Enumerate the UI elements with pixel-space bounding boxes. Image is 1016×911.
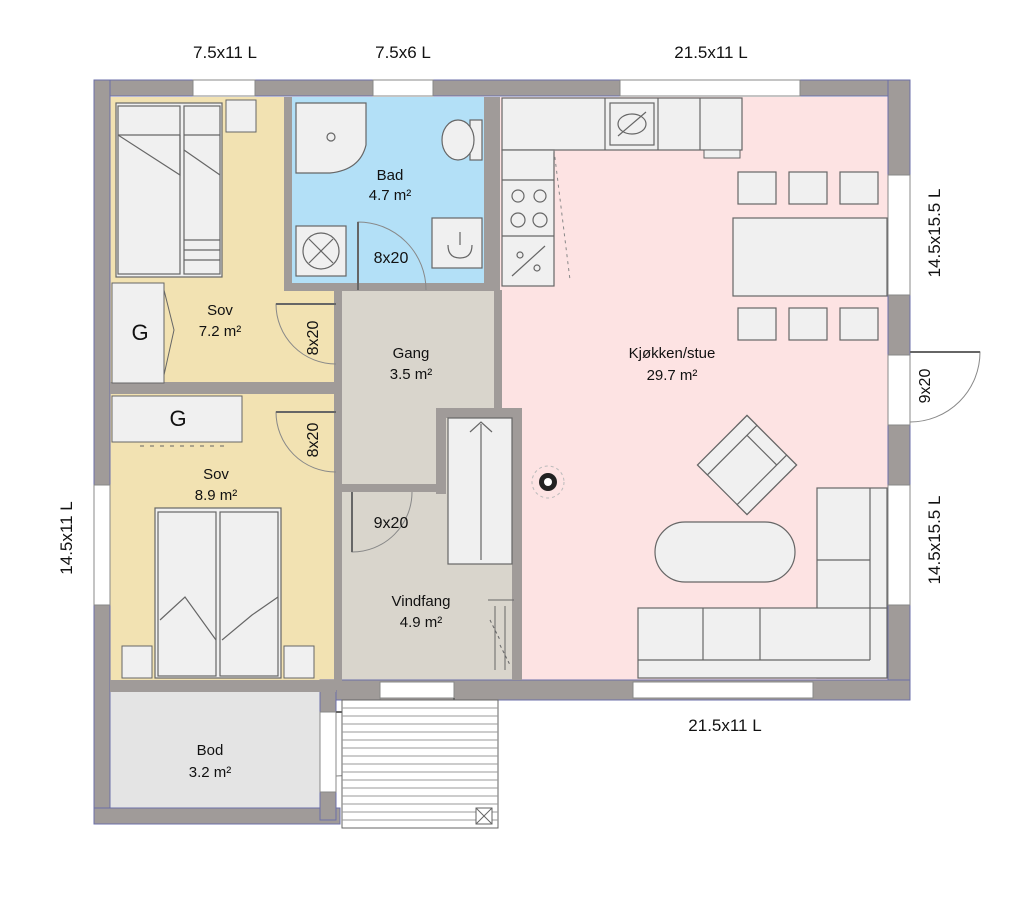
window-label-bottom-living: 21.5x11 L — [688, 716, 761, 735]
window-label-right-lower: 14.5x15.5 L — [925, 496, 944, 585]
deck-boards — [342, 707, 498, 821]
room-name-vindfang: Vindfang — [392, 593, 451, 610]
room-name-bad: Bad — [377, 167, 404, 184]
room-area-bad: 4.7 m² — [369, 187, 412, 204]
interior-walls — [110, 97, 522, 692]
wardrobe-sov2: G — [111, 395, 243, 447]
fireplace-icon — [531, 465, 565, 499]
room-name-sov1: Sov — [207, 302, 233, 319]
nightstand-right — [283, 645, 315, 679]
washing-machine-icon — [295, 225, 347, 277]
nightstand-left — [121, 645, 153, 679]
room-area-gang: 3.5 m² — [390, 366, 433, 383]
room-floor-bod — [110, 690, 326, 808]
cabinet-swing — [553, 149, 571, 281]
window-label-top-left: 7.5x11 L — [193, 43, 257, 62]
kitchen-sink-icon — [609, 102, 655, 146]
wardrobe-sov1: G — [111, 282, 175, 384]
room-name-bod: Bod — [197, 742, 224, 759]
room-area-kjokken: 29.7 m² — [647, 367, 698, 384]
door-label-terrace: 9x20 — [917, 369, 934, 404]
room-name-gang: Gang — [393, 345, 430, 362]
door-label-sov2: 8x20 — [305, 423, 322, 458]
stove-icon — [510, 189, 548, 228]
staircase — [447, 417, 513, 565]
coat-rack — [488, 599, 514, 670]
armchair — [696, 414, 798, 516]
double-bed — [154, 507, 282, 679]
door-label-bad: 8x20 — [374, 250, 409, 267]
room-name-kjokken: Kjøkken/stue — [629, 345, 716, 362]
dishwasher-icon — [511, 245, 546, 277]
bunk-bed — [115, 102, 223, 278]
wardrobe-label-sov2: G — [169, 406, 186, 431]
window-label-top-bath: 7.5x6 L — [375, 43, 431, 62]
room-area-sov1: 7.2 m² — [199, 323, 242, 340]
sofa — [637, 487, 888, 679]
room-area-vindfang: 4.9 m² — [400, 614, 443, 631]
wardrobe-label-sov1: G — [131, 320, 148, 345]
room-name-sov2: Sov — [203, 466, 229, 483]
door-label-vindfang: 9x20 — [374, 515, 409, 532]
coffee-table — [654, 521, 796, 583]
deck-drain-icon — [475, 807, 493, 825]
toilet-icon — [441, 119, 483, 161]
nightstand-sov1 — [225, 99, 257, 133]
dining-chairs — [737, 171, 879, 341]
window-label-top-kitchen: 21.5x11 L — [674, 43, 747, 62]
sink-icon — [431, 217, 483, 269]
shower-icon — [295, 102, 367, 174]
window-label-right-upper: 14.5x15.5 L — [925, 189, 944, 278]
door-label-sov1: 8x20 — [305, 321, 322, 356]
fridge — [703, 149, 741, 159]
window-label-left-bedroom: 14.5x11 L — [57, 501, 76, 574]
room-area-sov2: 8.9 m² — [195, 487, 238, 504]
window-openings — [93, 79, 911, 793]
room-area-bod: 3.2 m² — [189, 764, 232, 781]
dining-table — [732, 217, 888, 297]
